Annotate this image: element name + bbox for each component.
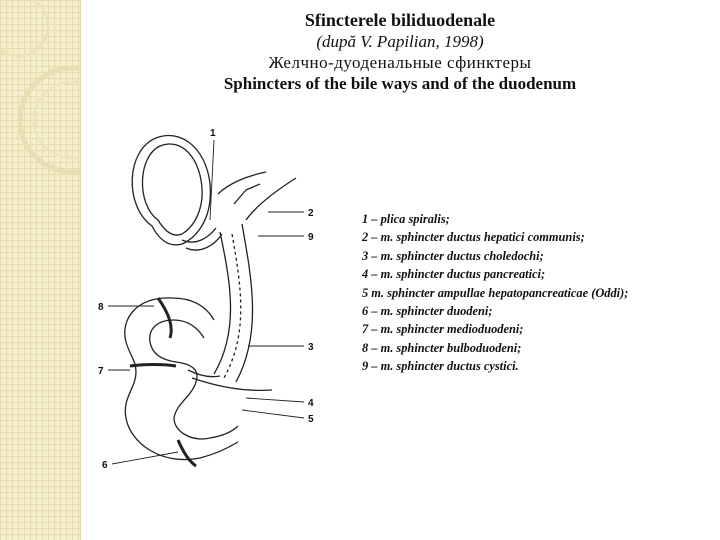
gallbladder-outer (132, 136, 210, 245)
legend-item: 3 – m. sphincter ductus choledochi; (362, 247, 714, 265)
legend-item: 7 – m. sphincter medioduodeni; (362, 320, 714, 338)
hepatic-duct-branch (234, 184, 260, 204)
legend-item: 5 m. sphincter ampullae hepatopancreatic… (362, 284, 714, 302)
duodenum-inner (150, 320, 238, 439)
title-english: Sphincters of the bile ways and of the d… (180, 73, 620, 94)
hepatic-duct-right (246, 178, 296, 220)
legend-item: 8 – m. sphincter bulboduodeni; (362, 339, 714, 357)
duodenum-top (172, 298, 214, 338)
leader-lines (108, 140, 304, 464)
legend-item: 4 – m. sphincter ductus pancreatici; (362, 265, 714, 283)
diagram-label-3: 3 (308, 342, 314, 353)
ring-ornament (0, 0, 80, 540)
common-bile-duct (214, 224, 253, 382)
slide-title: Sfincterele biliduodenale (după V. Papil… (180, 10, 620, 94)
legend-item: 1 – plica spiralis; (362, 210, 714, 228)
legend-item: 6 – m. sphincter duodeni; (362, 302, 714, 320)
bile-duct-center (224, 234, 241, 378)
pancreatic-duct (192, 378, 272, 390)
decorative-side-strip (0, 0, 81, 540)
diagram-label-7: 7 (98, 366, 104, 377)
diagram-label-1: 1 (210, 128, 216, 139)
anatomy-diagram: 1 2 9 8 3 7 4 5 6 (96, 120, 346, 490)
sphincter-duodeni (178, 440, 196, 466)
title-source: (după V. Papilian, 1998) (180, 31, 620, 52)
legend-item: 9 – m. sphincter ductus cystici. (362, 357, 714, 375)
sphincter-medioduodeni (130, 365, 176, 367)
diagram-label-9: 9 (308, 232, 314, 243)
diagram-label-6: 6 (102, 460, 108, 471)
cystic-duct (182, 228, 222, 250)
title-russian: Желчно-дуоденальные сфинктеры (180, 52, 620, 73)
diagram-legend: 1 – plica spiralis; 2 – m. sphincter duc… (362, 210, 714, 376)
gallbladder-inner (142, 144, 202, 235)
diagram-label-4: 4 (308, 398, 314, 409)
title-romanian: Sfincterele biliduodenale (180, 10, 620, 31)
diagram-label-2: 2 (308, 208, 314, 219)
diagram-label-8: 8 (98, 302, 104, 313)
legend-item: 2 – m. sphincter ductus hepatici communi… (362, 228, 714, 246)
diagram-label-5: 5 (308, 414, 314, 425)
sphincter-bulboduodeni (158, 298, 171, 338)
hepatic-duct-left (218, 172, 266, 194)
